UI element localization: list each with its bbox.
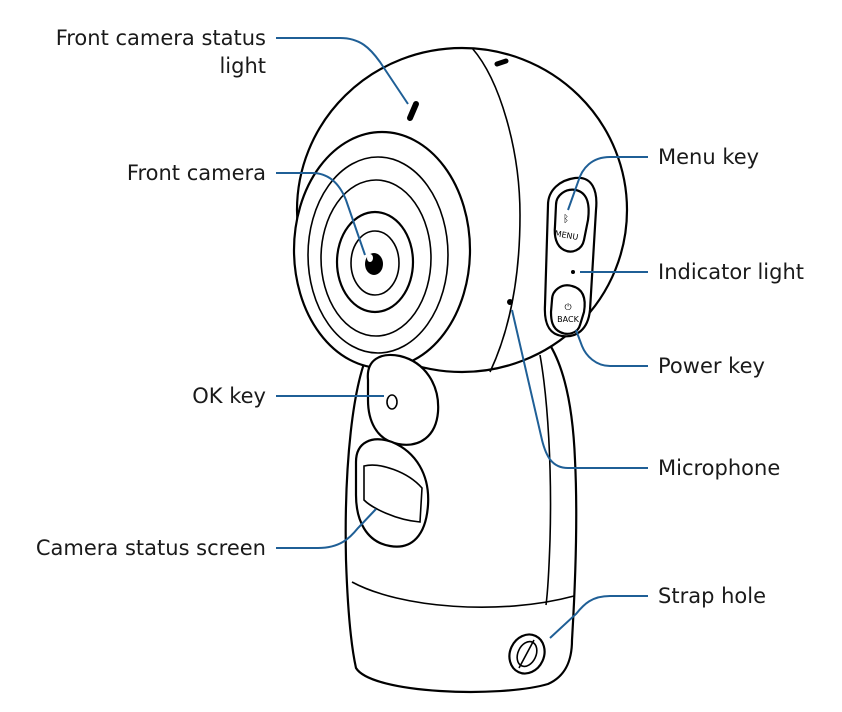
sphere-seam bbox=[471, 47, 521, 373]
lens-ring-1 bbox=[307, 156, 449, 354]
menu-key-marking: MENU bbox=[554, 229, 579, 242]
label-camera-status-screen: Camera status screen bbox=[36, 536, 266, 560]
label-power-key: Power key bbox=[658, 354, 765, 378]
label-front-camera-status-light-line2: light bbox=[219, 54, 266, 78]
bluetooth-icon: ᛒ bbox=[563, 214, 569, 225]
leader-menu-key bbox=[567, 156, 648, 211]
label-microphone: Microphone bbox=[658, 456, 780, 480]
label-front-camera: Front camera bbox=[127, 161, 266, 185]
leader-strap-hole bbox=[549, 595, 648, 639]
lens-ring-4 bbox=[350, 230, 400, 296]
label-ok-key: OK key bbox=[192, 384, 266, 408]
label-front-camera-status-light-line1: Front camera status bbox=[56, 26, 266, 50]
label-menu-key: Menu key bbox=[658, 145, 759, 169]
handle-contour bbox=[539, 354, 552, 606]
leader-front-camera bbox=[276, 172, 366, 256]
label-strap-hole: Strap hole bbox=[658, 584, 766, 608]
back-key-marking: BACK bbox=[557, 315, 579, 324]
ok-key[interactable] bbox=[366, 353, 440, 446]
lens-highlight bbox=[367, 254, 373, 262]
label-indicator-light: Indicator light bbox=[658, 260, 804, 284]
power-icon: ⏻ bbox=[564, 302, 571, 313]
callout-labels: Front camera status light Front camera O… bbox=[36, 26, 804, 608]
power-key[interactable]: ⏻ BACK bbox=[549, 284, 586, 335]
microphone-hole bbox=[507, 299, 513, 305]
leader-power-key bbox=[575, 329, 648, 367]
leader-camera-status-screen bbox=[276, 508, 377, 549]
camera-body: ᛒ MENU ⏻ BACK bbox=[292, 46, 629, 694]
leader-front-camera-status-light bbox=[276, 37, 409, 105]
lens-ring-2 bbox=[320, 179, 432, 337]
handle-band-line bbox=[351, 581, 575, 609]
ok-key-dot bbox=[386, 394, 398, 410]
leader-microphone bbox=[511, 309, 648, 469]
leader-lines bbox=[276, 37, 648, 639]
front-camera-status-light bbox=[407, 101, 419, 121]
rear-status-light bbox=[494, 58, 509, 67]
camera-status-screen bbox=[354, 438, 430, 548]
strap-hole bbox=[508, 633, 546, 675]
indicator-light bbox=[571, 270, 575, 274]
menu-key[interactable]: ᛒ MENU bbox=[553, 188, 590, 253]
